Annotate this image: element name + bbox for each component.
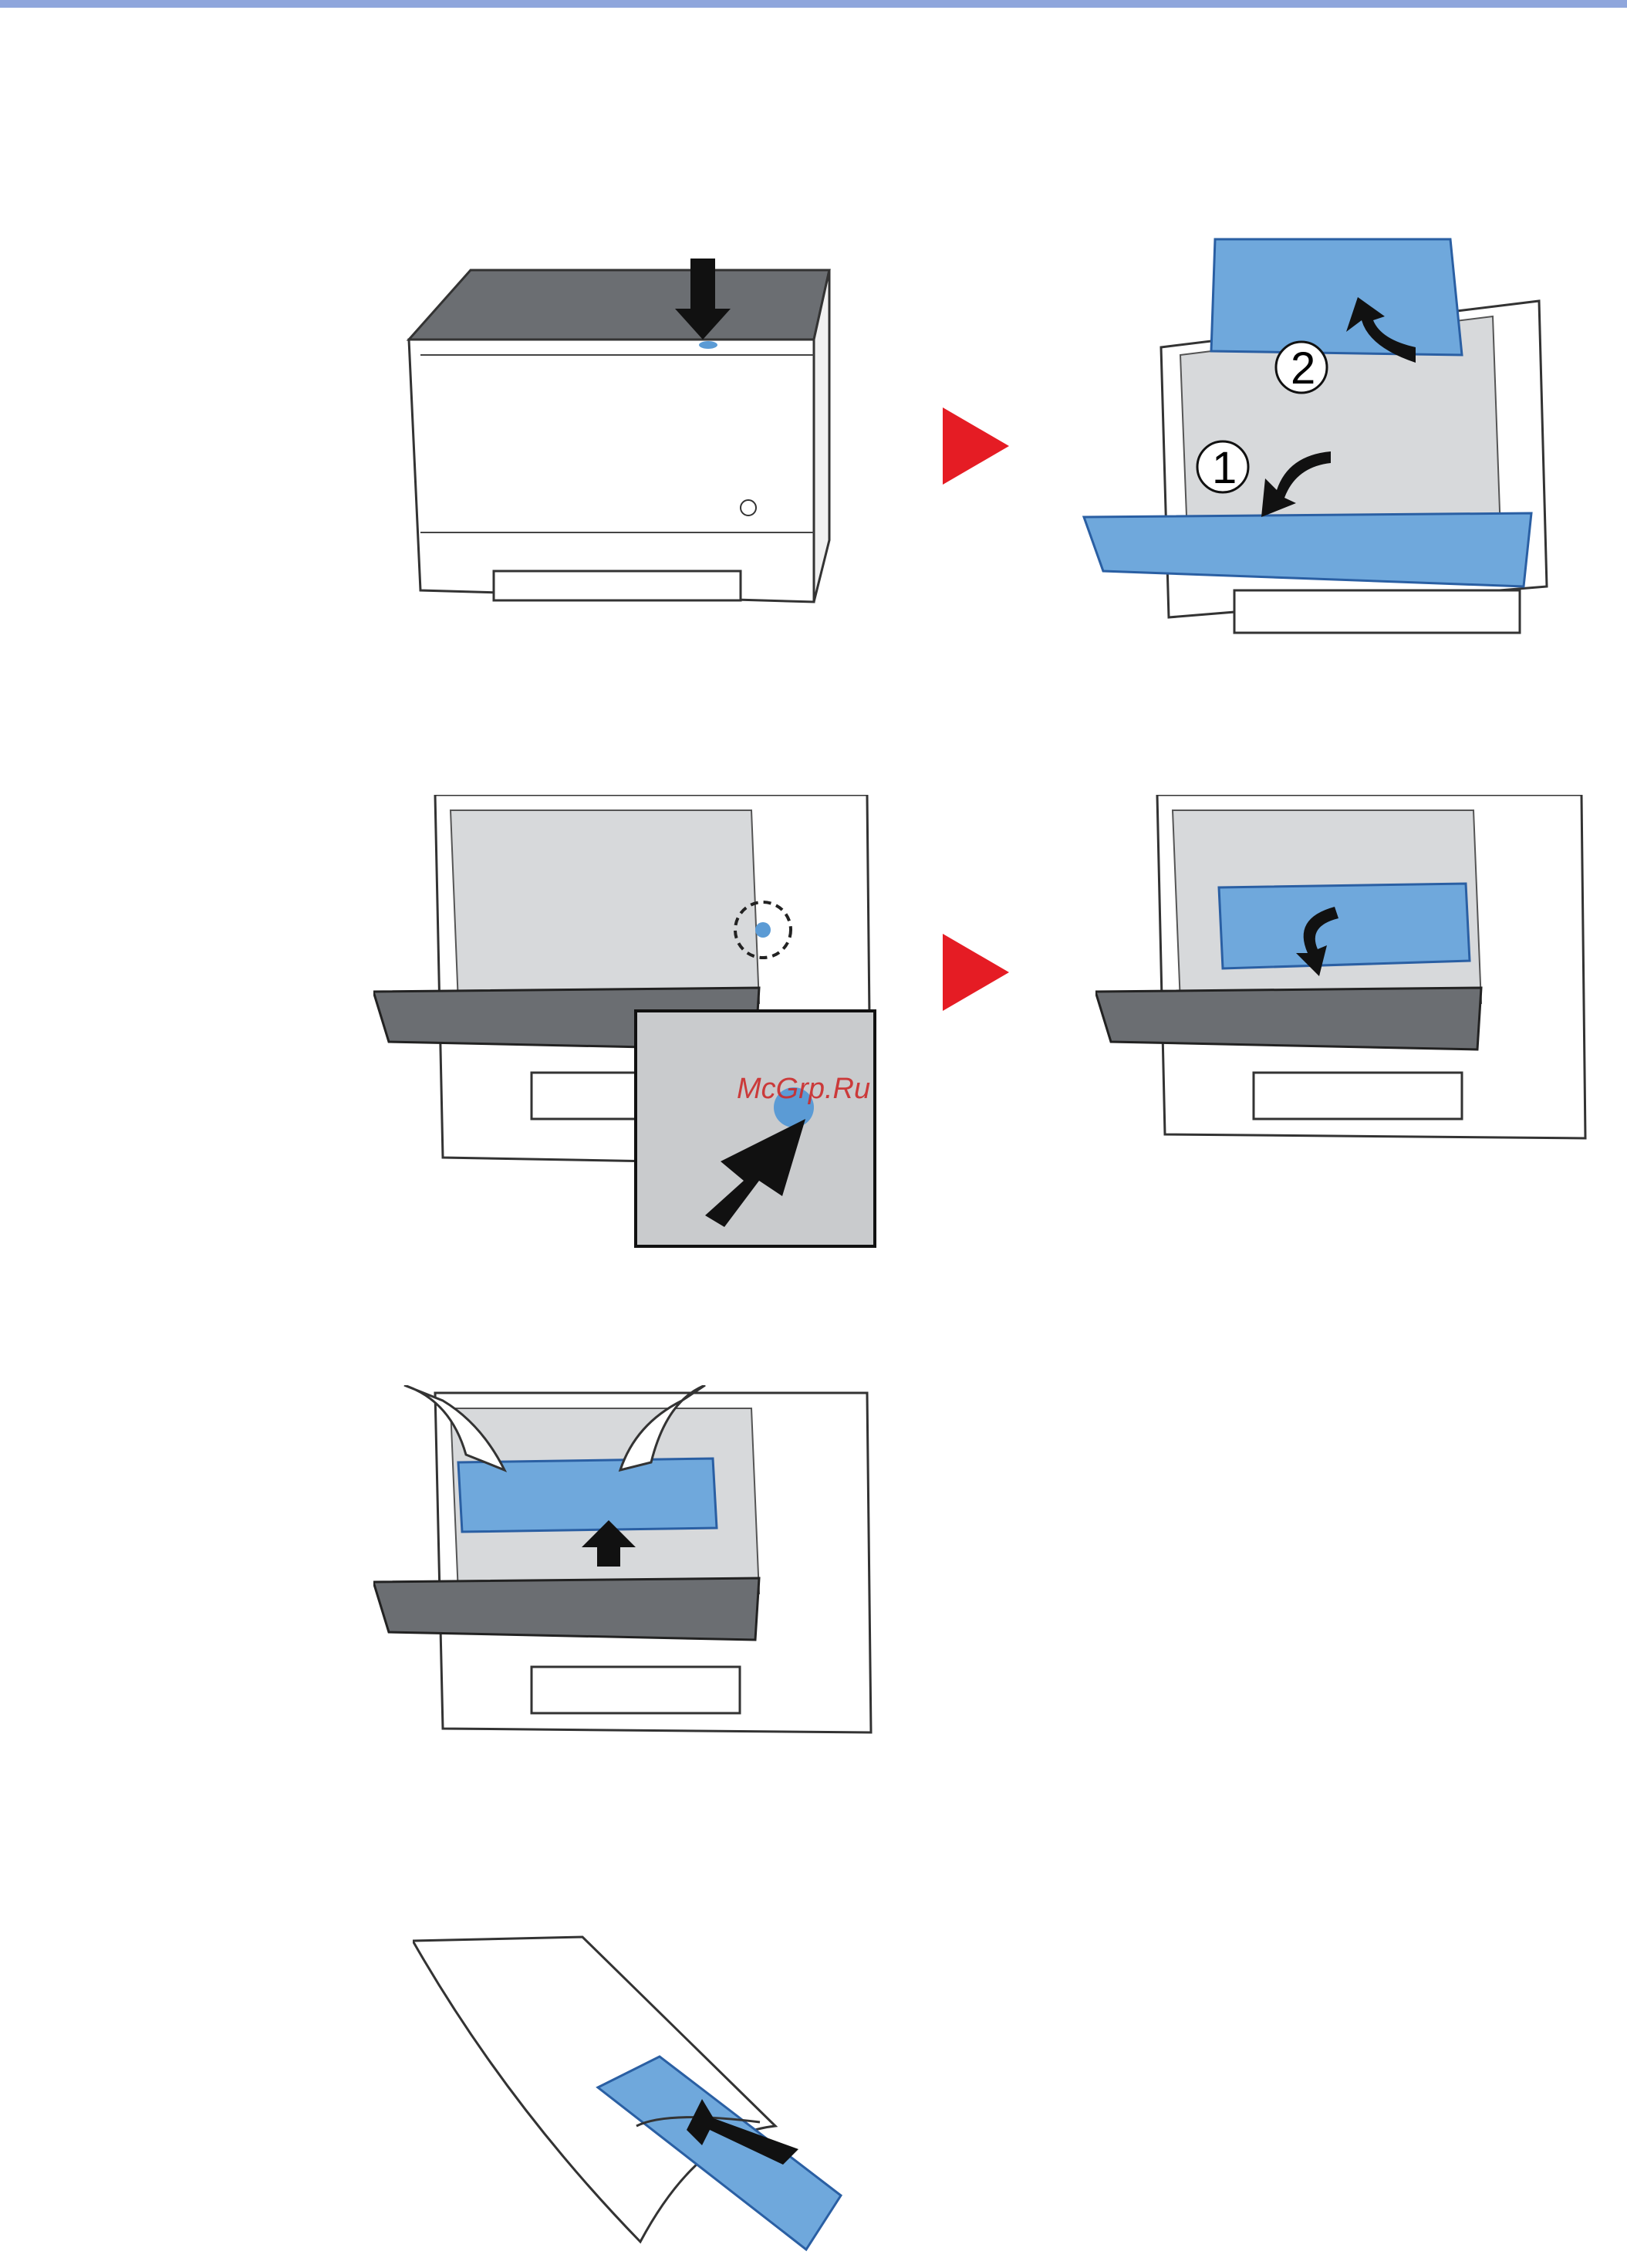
- figure-rotate-toner-lock: [1095, 795, 1589, 1142]
- watermark-text: McGrp.Ru: [737, 1073, 870, 1106]
- callout-1: 1: [1212, 443, 1237, 493]
- callout-2: 2: [1291, 343, 1315, 394]
- figure-press-release-button: [386, 239, 833, 641]
- top-accent-rule: [0, 0, 1627, 8]
- release-button-dot: [699, 341, 717, 349]
- step-arrow-icon: [943, 934, 1009, 1011]
- figure-remove-toner: [373, 1385, 883, 1740]
- figure-open-covers: 2 1: [1076, 224, 1554, 671]
- figure-release-lever: [373, 795, 883, 1250]
- figure-toner-into-bag: [413, 1933, 852, 2257]
- step-arrow-icon: [943, 407, 1009, 485]
